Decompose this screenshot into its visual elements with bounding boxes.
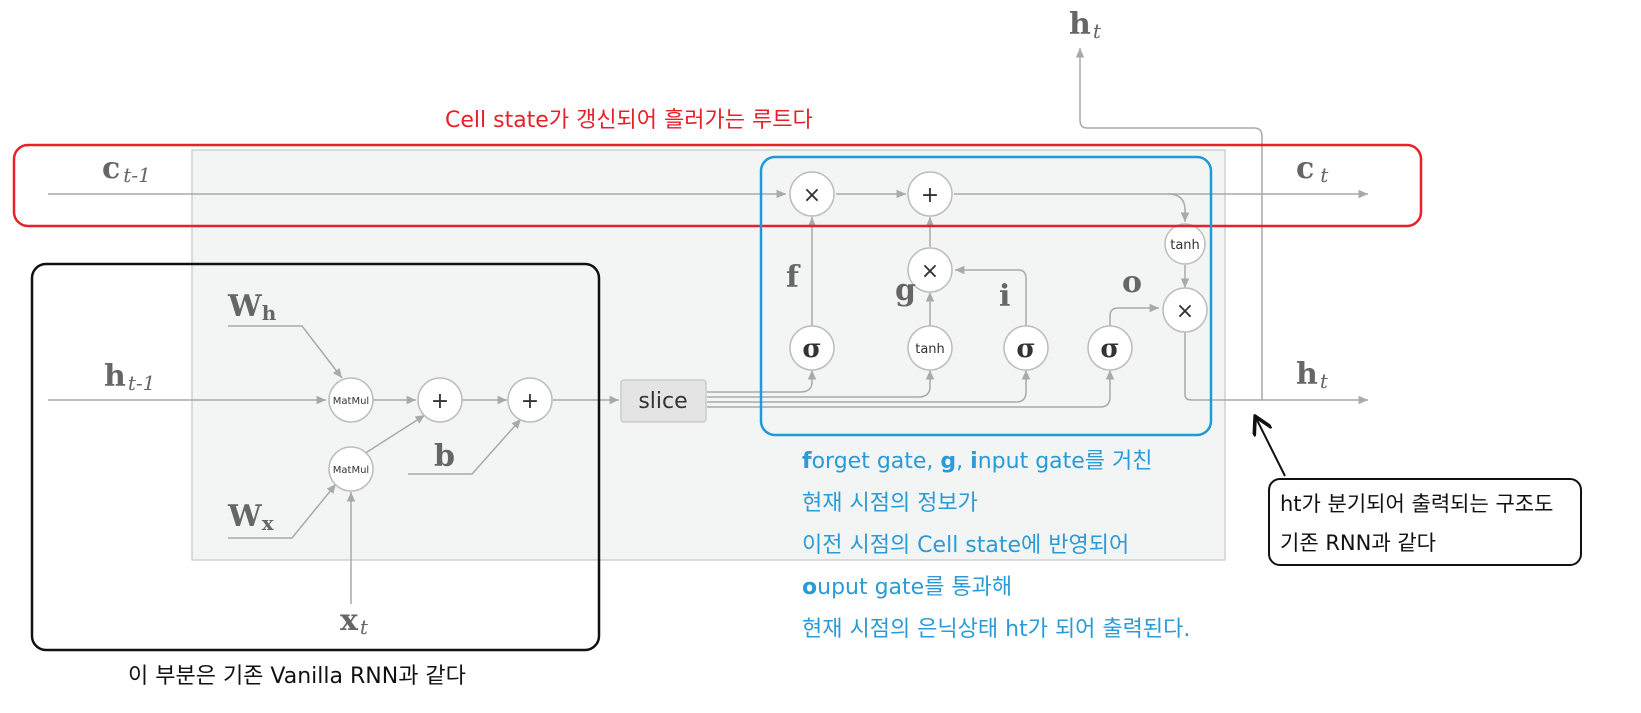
matmul-node-x [328,446,374,492]
label-b: b [434,439,455,474]
branch-note-box: ht가 분기되어 출력되는 구조도 기존 RNN과 같다 [1268,478,1582,566]
add-symbol-cell: + [921,183,939,208]
gate-text-4: uput gate를 통과해 [817,575,1013,600]
gate-explanation-line5: 현재 시점의 은닉상태 ht가 되어 출력된다. [802,617,1191,642]
gate-text-1c: nput gate를 거친 [977,449,1153,474]
gate-initial-o: o [802,575,818,600]
gate-explanation-line3: 이전 시점의 Cell state에 반영되어 [802,533,1130,558]
tanh-label-g: tanh [915,342,945,357]
nodes: MatMul MatMul + + slice × + × tanh × σ t… [328,171,1208,492]
gates-highlight [759,155,1213,437]
tanh-node-cell [1164,223,1206,265]
gate-text-1b: , [956,449,971,474]
vanilla-rnn-highlight [30,262,601,652]
sigmoid-node-i [1003,325,1049,371]
vanilla-rnn-note: 이 부분은 기존 Vanilla RNN과 같다 [128,664,466,689]
connections [48,48,1368,604]
gate-initial-f: f [802,449,812,474]
gate-explanation-line1: forget gate, g, input gate를 거친 [802,451,1153,473]
tanh-node-g [907,325,953,371]
label-f: f [786,260,801,295]
label-o: o [1122,265,1142,300]
gate-explanation-line2: 현재 시점의 정보가 [802,491,978,516]
add-node-2 [507,377,553,423]
cell-state-highlight [12,143,1423,228]
cell-route-annotation: Cell state가 갱신되어 흘러가는 루트다 [445,108,813,133]
gate-initial-g: g [940,449,957,474]
add-symbol-2: + [521,389,539,414]
gate-text-1a: orget gate, [811,449,941,474]
label-w-x: Wx [227,499,275,535]
branch-note-line2: 기존 RNN과 같다 [1280,531,1436,555]
sigmoid-symbol-f: σ [802,334,821,364]
multiply-node-output [1162,287,1208,333]
sigmoid-node-f [789,325,835,371]
slice-label: slice [638,389,687,414]
lstm-cell-panel [191,149,1226,561]
label-g: g [895,273,916,308]
gate-initial-i: i [970,449,978,474]
multiply-symbol-input: × [921,259,939,284]
matmul-label-x: MatMul [333,465,369,476]
sigmoid-symbol-i: σ [1016,334,1035,364]
add-node-cell [907,171,953,217]
sigmoid-symbol-o: σ [1100,334,1119,364]
multiply-node-input [907,247,953,293]
branch-pointer-arrow [1256,418,1286,477]
label-i: i [999,279,1010,314]
multiply-symbol-forget: × [803,183,821,208]
matmul-label-h: MatMul [333,396,369,407]
matmul-node-h [328,377,374,423]
add-symbol-1: + [431,389,449,414]
add-node-1 [417,377,463,423]
tanh-label-cell: tanh [1170,238,1200,253]
sigmoid-node-o [1087,325,1133,371]
label-w-h: Wh [227,289,277,325]
multiply-node-forget [789,171,835,217]
branch-note-line1: ht가 분기되어 출력되는 구조도 [1280,492,1554,516]
multiply-symbol-output: × [1176,299,1194,324]
gate-explanation-line4: ouput gate를 통과해 [802,577,1012,599]
slice-node [620,379,707,423]
